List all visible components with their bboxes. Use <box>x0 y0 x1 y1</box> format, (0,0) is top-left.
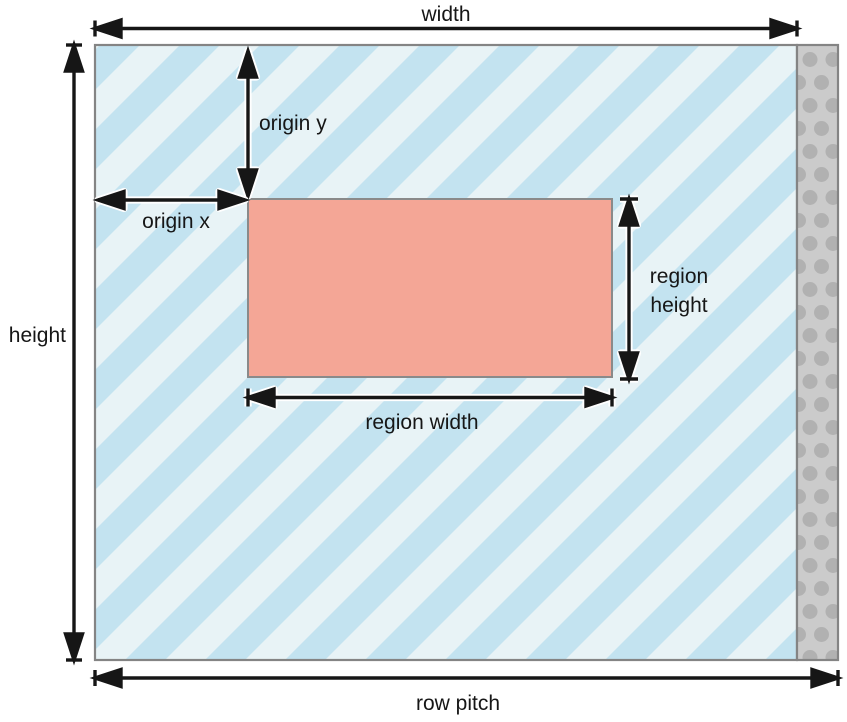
region-width-label: region width <box>365 411 478 434</box>
origin-x-label: origin x <box>142 210 210 233</box>
height-arrow <box>66 45 83 660</box>
region-rect <box>247 198 613 378</box>
row-padding-strip <box>795 43 840 662</box>
width-label: width <box>420 3 470 26</box>
height-label: height <box>9 324 66 347</box>
region-height-label-line2: height <box>650 294 707 317</box>
origin-y-label: origin y <box>259 112 327 135</box>
row-pitch-label: row pitch <box>416 692 500 715</box>
row-pitch-arrow <box>95 670 838 687</box>
region-height-label-line1: region <box>650 265 708 288</box>
